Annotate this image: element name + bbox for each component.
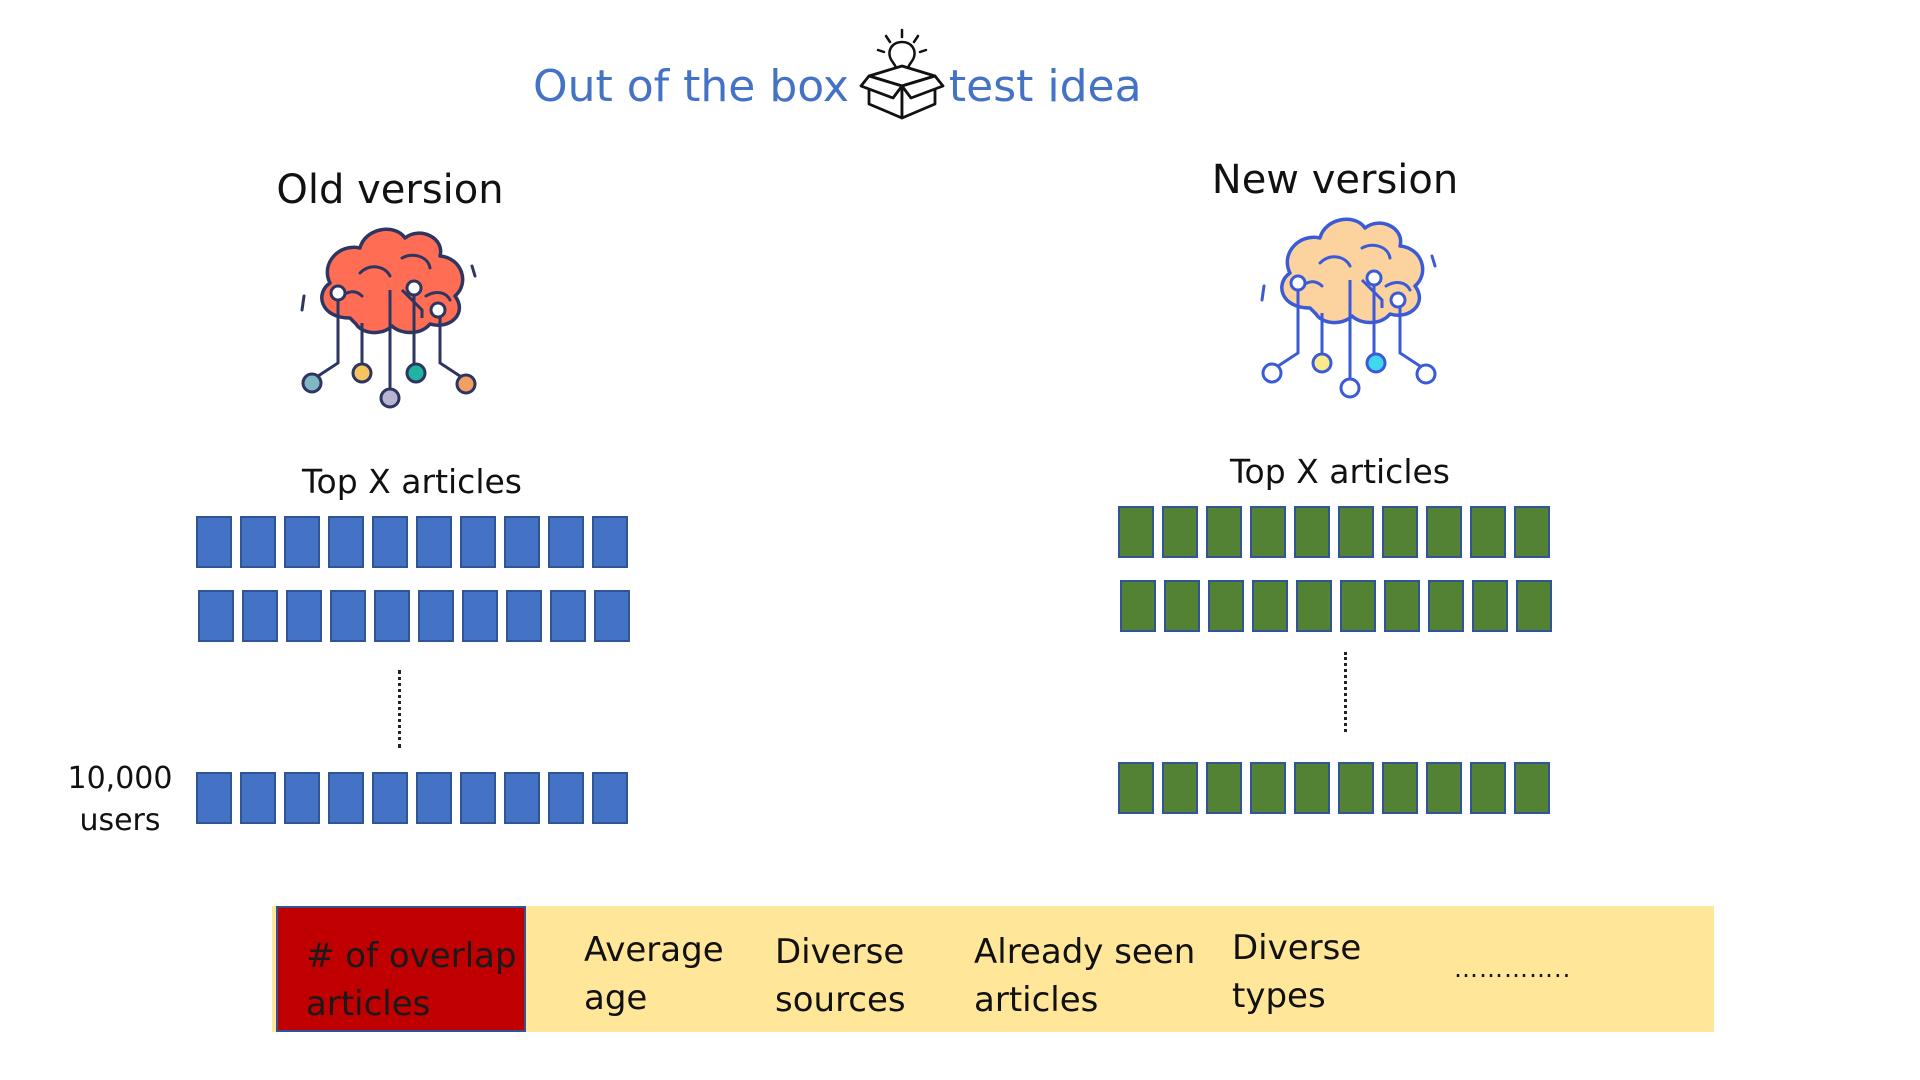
metric-more-ellipsis: ………….. [1454,955,1572,983]
article-square [1426,762,1462,814]
article-square [372,516,408,568]
article-square [418,590,454,642]
article-square [374,590,410,642]
article-square [460,772,496,824]
article-square [416,772,452,824]
row-ellipsis [398,670,401,748]
article-square [506,590,542,642]
article-square [328,772,364,824]
metric-overlap-articles: # of overlap articles [306,936,517,1024]
article-square [592,516,628,568]
old-article-row-last [196,772,628,824]
article-square [1206,506,1242,558]
article-square [1384,580,1420,632]
old-version-heading: Old version [276,167,504,213]
article-square [1250,506,1286,558]
old-version-subheading: Top X articles [302,462,522,501]
new-version-subheading: Top X articles [1230,452,1450,491]
article-square [594,590,630,642]
article-square [1516,580,1552,632]
article-square [1514,506,1550,558]
article-square [1250,762,1286,814]
old-article-row-1 [196,516,628,568]
new-article-row-last [1118,762,1550,814]
article-square [1208,580,1244,632]
row-ellipsis [1344,652,1347,732]
article-square [1514,762,1550,814]
article-square [1428,580,1464,632]
article-square [330,590,366,642]
article-square [240,772,276,824]
article-square [240,516,276,568]
article-square [460,516,496,568]
brain-circuit-icon [1260,217,1437,399]
article-square [1426,506,1462,558]
article-square [1252,580,1288,632]
article-square [1120,580,1156,632]
article-square [242,590,278,642]
article-square [328,516,364,568]
metric-diverse-types: Diverse types [1232,928,1362,1016]
title-right: test idea [948,61,1142,112]
article-square [462,590,498,642]
new-article-row-2 [1120,580,1552,632]
article-square [1382,762,1418,814]
article-square [286,590,322,642]
metric-already-seen: Already seen articles [974,932,1196,1020]
article-square [1382,506,1418,558]
article-square [1470,506,1506,558]
title-left: Out of the box [533,61,849,112]
article-square [1294,762,1330,814]
article-square [416,516,452,568]
article-square [592,772,628,824]
article-square [284,772,320,824]
article-square [504,516,540,568]
brain-circuit-icon [300,227,477,409]
idea-box-icon [859,28,945,120]
new-version-heading: New version [1211,157,1459,203]
slide-title: Out of the box test idea [533,28,1142,122]
article-square [1164,580,1200,632]
article-square [1340,580,1376,632]
article-square [1338,762,1374,814]
article-square [1472,580,1508,632]
old-article-row-2 [198,590,630,642]
metric-diverse-sources: Diverse sources [775,932,906,1020]
article-square [548,516,584,568]
metric-highlight [276,906,526,1032]
article-square [372,772,408,824]
article-square [1294,506,1330,558]
article-square [1162,762,1198,814]
article-square [1338,506,1374,558]
article-square [198,590,234,642]
article-square [550,590,586,642]
article-square [284,516,320,568]
article-square [196,772,232,824]
article-square [1206,762,1242,814]
article-square [1296,580,1332,632]
article-square [1162,506,1198,558]
article-square [1470,762,1506,814]
new-article-row-1 [1118,506,1550,558]
article-square [504,772,540,824]
users-label: 10,000 users [67,761,173,838]
article-square [548,772,584,824]
metric-average-age: Average age [584,930,724,1018]
article-square [1118,506,1154,558]
article-square [196,516,232,568]
article-square [1118,762,1154,814]
